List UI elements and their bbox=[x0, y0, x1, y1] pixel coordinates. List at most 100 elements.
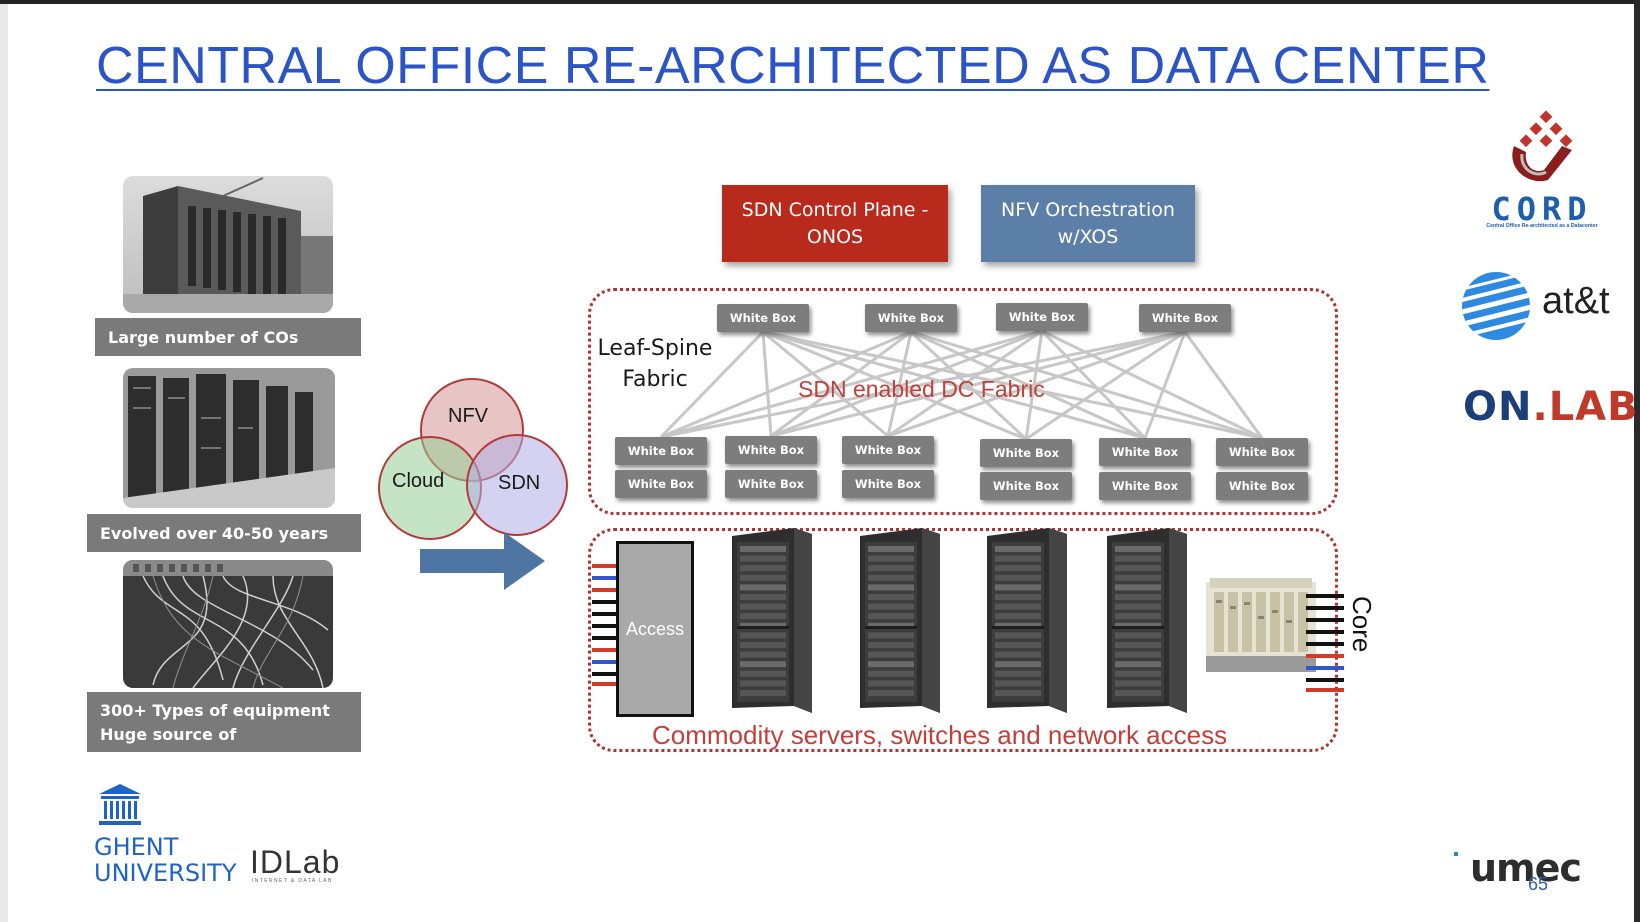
fabric-link bbox=[762, 330, 1263, 440]
leaf-switch: White Box bbox=[1216, 438, 1308, 466]
spine-switch: White Box bbox=[865, 304, 957, 332]
fabric-link bbox=[762, 330, 1146, 440]
venn-sdn-circle bbox=[466, 434, 568, 536]
fabric-link bbox=[762, 330, 889, 438]
fabric-link bbox=[1025, 330, 1186, 441]
commodity-caption: Commodity servers, switches and network … bbox=[652, 720, 1228, 750]
idlab-logo: IDLab INTERNET & DATA LAB bbox=[250, 844, 360, 884]
fabric-link bbox=[762, 330, 1027, 441]
caption-text: Large number of COs bbox=[108, 328, 299, 347]
slide-title: CENTRAL OFFICE RE-ARCHITECTED AS DATA CE… bbox=[96, 37, 1490, 95]
server-rack bbox=[987, 528, 1067, 718]
spine-switch: White Box bbox=[717, 304, 809, 332]
caption-types-equipment: 300+ Types of equipment Huge source of C… bbox=[87, 692, 361, 768]
onlab-dot: . bbox=[1532, 384, 1549, 430]
sdn-control-line-1: SDN Control Plane - bbox=[741, 199, 929, 221]
leaf-switch: White Box bbox=[725, 436, 817, 464]
onlab-lab: LAB bbox=[1548, 384, 1639, 430]
leaf-switch: White Box bbox=[615, 437, 707, 465]
sdn-control-plane-box: SDN Control Plane - ONOS bbox=[722, 185, 948, 262]
fabric-link bbox=[1040, 329, 1147, 440]
fabric-link bbox=[659, 330, 765, 439]
server-rack bbox=[1107, 528, 1187, 718]
nfv-orchestration-line-2: w/XOS bbox=[1057, 226, 1119, 248]
sdn-control-line-2: ONOS bbox=[806, 226, 864, 248]
leaf-switch: White Box bbox=[842, 470, 934, 498]
fabric-link bbox=[770, 330, 1186, 438]
cord-symbol-icon bbox=[1512, 110, 1573, 182]
sdn-fabric-overlay-label: SDN enabled DC Fabric bbox=[798, 376, 1045, 402]
idlab-wordmark: IDLab bbox=[250, 844, 341, 880]
fabric-title-line-2: Fabric bbox=[622, 367, 688, 392]
leaf-switch: White Box bbox=[1216, 472, 1308, 500]
leaf-switch: White Box bbox=[1099, 472, 1191, 500]
leaf-switch: White Box bbox=[980, 472, 1072, 500]
att-logo: at&t bbox=[1460, 268, 1630, 344]
fabric-link bbox=[887, 330, 1186, 438]
venn-sdn-label: SDN bbox=[498, 472, 541, 494]
ghent-line-2: UNIVERSITY bbox=[94, 859, 237, 887]
fabric-title-line-1: Leaf-Spine bbox=[597, 336, 713, 361]
leaf-spine-fabric-frame bbox=[588, 288, 1338, 515]
onlab-on: ON bbox=[1463, 384, 1533, 430]
fabric-link bbox=[770, 330, 912, 438]
commodity-hardware-frame bbox=[588, 528, 1338, 752]
imec-wordmark: umec bbox=[1470, 846, 1582, 890]
cabling-photo bbox=[123, 560, 333, 688]
venn-nfv-label: NFV bbox=[448, 405, 488, 427]
caption-line-1: 300+ Types of equipment bbox=[100, 701, 330, 720]
caption-line-2: Huge source of CAPEX/OPEX bbox=[100, 725, 237, 768]
imec-dot-icon bbox=[1454, 852, 1458, 856]
fabric-link bbox=[660, 330, 1186, 439]
imec-logo: umec bbox=[1450, 846, 1590, 896]
cord-wordmark: CORD bbox=[1491, 190, 1593, 228]
slide-left-edge bbox=[0, 0, 8, 922]
leaf-spine-fabric-title: Leaf-Spine Fabric bbox=[595, 333, 715, 395]
leaf-switch: White Box bbox=[842, 436, 934, 464]
nfv-orchestration-box: NFV Orchestration w/XOS bbox=[981, 185, 1195, 262]
idlab-tagline: INTERNET & DATA LAB bbox=[252, 878, 333, 884]
fabric-link bbox=[761, 331, 773, 437]
spine-switch: White Box bbox=[996, 303, 1088, 331]
fabric-link bbox=[1183, 331, 1264, 439]
core-label: Core bbox=[1347, 596, 1377, 653]
fabric-link bbox=[910, 330, 1146, 440]
cord-tagline: Central Office Re-architected as a Datac… bbox=[1486, 223, 1598, 229]
central-office-building-photo bbox=[123, 176, 333, 313]
access-port-cables bbox=[592, 564, 618, 686]
caption-evolved-years: Evolved over 40-50 years bbox=[87, 514, 361, 552]
fabric-link bbox=[660, 329, 1043, 439]
ghent-university-logo: GHENT UNIVERSITY bbox=[94, 784, 237, 888]
fabric-link bbox=[886, 331, 913, 437]
transformation-arrow bbox=[420, 532, 545, 590]
fabric-link bbox=[1041, 329, 1263, 440]
ghent-building-icon bbox=[99, 784, 141, 825]
ghent-line-1: GHENT bbox=[94, 833, 179, 861]
core-router-image bbox=[1206, 576, 1318, 677]
fabric-link bbox=[660, 330, 912, 439]
att-wordmark: at&t bbox=[1542, 280, 1610, 322]
onlab-logo: ON.LAB bbox=[1463, 384, 1639, 430]
att-globe-icon bbox=[1462, 272, 1530, 340]
fabric-link bbox=[887, 329, 1043, 438]
venn-cloud-label: Cloud bbox=[392, 470, 445, 492]
fabric-link bbox=[770, 329, 1043, 438]
nfv-orchestration-line-1: NFV Orchestration bbox=[1001, 199, 1175, 221]
server-rack bbox=[732, 528, 812, 718]
caption-text: Evolved over 40-50 years bbox=[100, 524, 329, 543]
leaf-switch: White Box bbox=[1099, 438, 1191, 466]
server-rack bbox=[860, 528, 940, 718]
access-label: Access bbox=[625, 619, 685, 639]
leaf-switch: White Box bbox=[980, 439, 1072, 467]
access-switch-box: Access bbox=[616, 541, 694, 717]
core-port-cables bbox=[1306, 594, 1344, 692]
window-right-border bbox=[1634, 0, 1640, 922]
leaf-switch: White Box bbox=[725, 470, 817, 498]
slide-page-number: 65 bbox=[1528, 874, 1549, 894]
fabric-link bbox=[1143, 331, 1187, 439]
caption-large-number-cos: Large number of COs bbox=[95, 318, 361, 356]
window-top-border bbox=[0, 0, 1640, 4]
equipment-room-photo bbox=[123, 368, 335, 508]
